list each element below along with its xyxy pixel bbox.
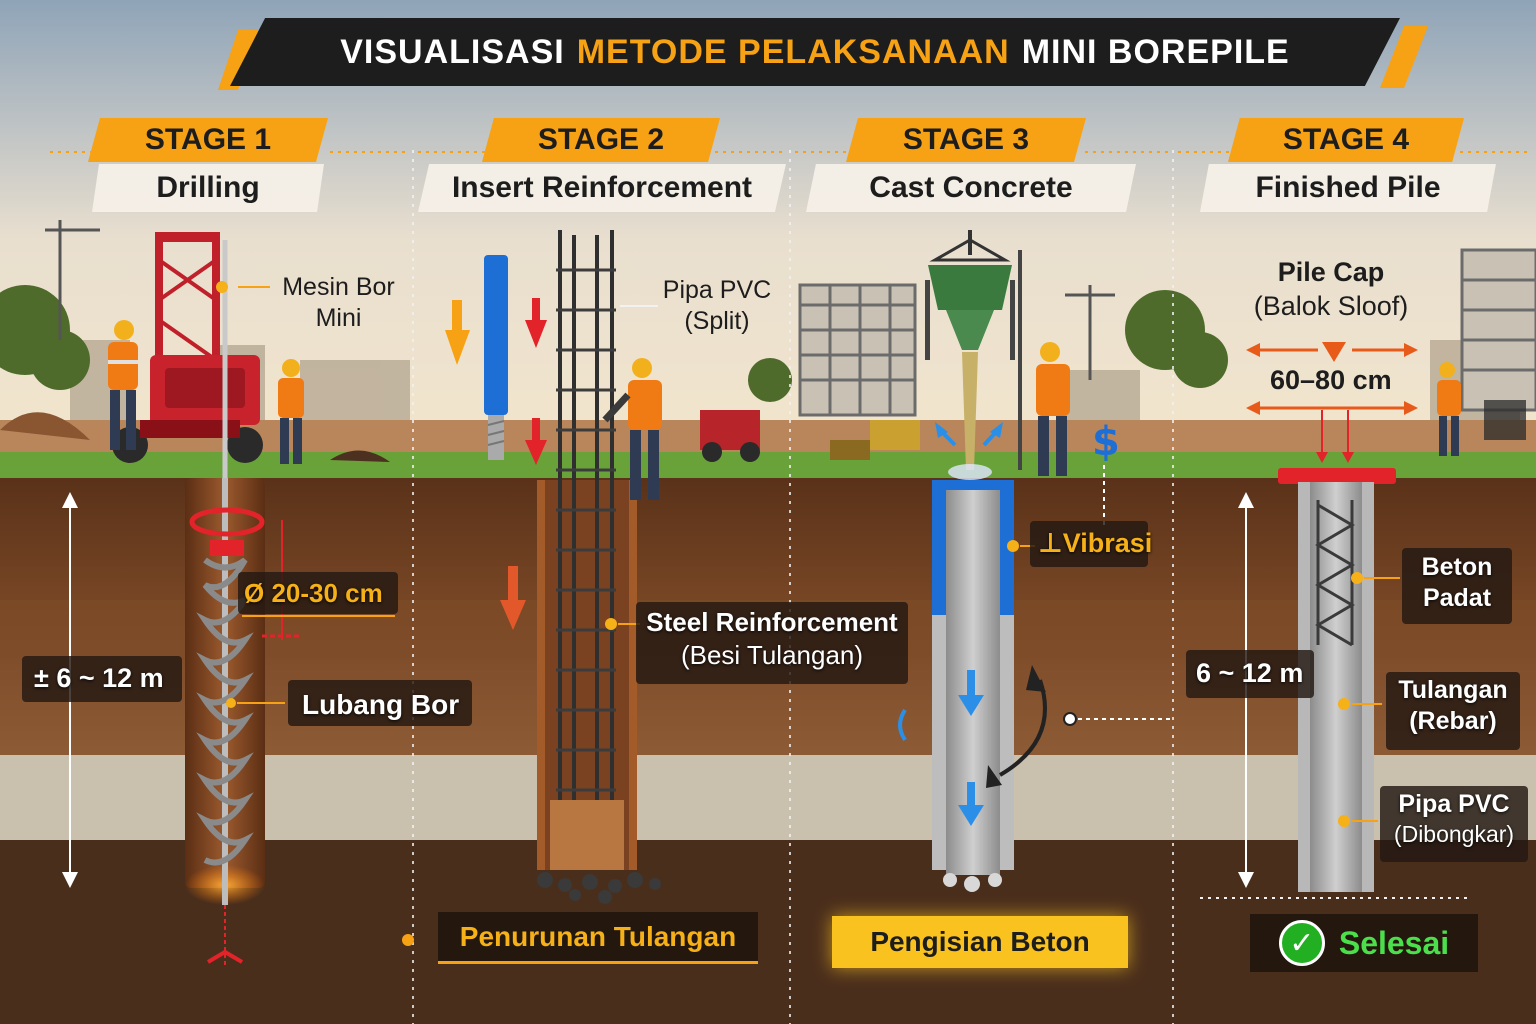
- pile-cap-line2: (Balok Sloof): [1253, 290, 1409, 321]
- steel-label-line2: (Besi Tulangan): [680, 639, 864, 670]
- hole-label: Lubang Bor: [302, 689, 460, 720]
- concrete-label: Beton Padat: [1404, 552, 1510, 615]
- steel-label: Steel Reinforcement (Besi Tulangan): [640, 606, 904, 671]
- stage-4-tag: STAGE 4: [1228, 118, 1464, 162]
- machine-label: Mesin Bor Mini: [276, 272, 401, 335]
- hole-box: [288, 680, 472, 726]
- vibration-label: ⊥Vibrasi: [1038, 527, 1152, 561]
- stage-2-name: Insert Reinforcement: [418, 164, 786, 212]
- diameter-box: [238, 572, 398, 614]
- pile-cap-width: 60–80 cm: [1270, 365, 1392, 395]
- pile-cap-label: Pile Cap (Balok Sloof): [1236, 256, 1426, 324]
- stage-4-bottom-label: ✓ Selesai: [1250, 914, 1478, 972]
- steel-box: [636, 602, 908, 684]
- machine-label-line2: Mini: [315, 304, 362, 333]
- vibration-icon: ⊥: [1038, 528, 1063, 558]
- stage-1-name: Drilling: [92, 164, 324, 212]
- pile-cap-line1: Pile Cap: [1277, 257, 1385, 287]
- stage-2-tag: STAGE 2: [482, 118, 720, 162]
- title-accent: METODE PELAKSANAAN: [576, 32, 1010, 71]
- concrete-label-line1: Beton: [1421, 553, 1493, 581]
- stage-4-name: Finished Pile: [1200, 164, 1496, 212]
- steel-label-line1: Steel Reinforcement: [646, 607, 898, 637]
- machine-label-line1: Mesin Bor: [282, 273, 395, 301]
- rebar-label-line1: Tulangan: [1398, 676, 1508, 704]
- concrete-box: [1402, 548, 1512, 624]
- pvc-split-line1: Pipa PVC: [662, 276, 772, 304]
- title-part2: MINI BOREPILE: [1021, 32, 1290, 71]
- stage-1-tag: STAGE 1: [88, 118, 328, 162]
- title-part1: VISUALISASI: [340, 32, 565, 71]
- pvc-removed-label: Pipa PVC (Dibongkar): [1380, 789, 1528, 849]
- page-title: VISUALISASI METODE PELAKSANAAN MINI BORE…: [230, 18, 1400, 86]
- stage-3-tag: STAGE 3: [846, 118, 1086, 162]
- concrete-label-line2: Padat: [1422, 584, 1492, 613]
- depth-label-1: ± 6 ~ 12 m: [34, 663, 164, 693]
- depth-box-4: [1186, 650, 1314, 698]
- stage-3-name: Cast Concrete: [806, 164, 1136, 212]
- depth-box-1: [22, 656, 182, 702]
- stage-3-bottom-label: Pengisian Beton: [832, 916, 1128, 968]
- vibration-text: Vibrasi: [1062, 528, 1153, 558]
- depth-label-4: 6 ~ 12 m: [1196, 658, 1304, 688]
- pvc-removed-line2: (Dibongkar): [1393, 821, 1515, 848]
- diameter-label: Ø 20-30 cm: [244, 578, 383, 608]
- vibration-box: [1030, 521, 1148, 567]
- pvc-split-label: Pipa PVC (Split): [662, 275, 772, 338]
- rebar-label-line2: (Rebar): [1409, 707, 1497, 736]
- stage-2-bottom-label: Penurunan Tulangan: [438, 912, 758, 964]
- dollar-icon: $: [1092, 419, 1120, 465]
- check-icon: ✓: [1278, 920, 1325, 966]
- pvc-removed-line1: Pipa PVC: [1398, 790, 1510, 818]
- rebar-box: [1386, 672, 1520, 750]
- stage-4-bottom-text: Selesai: [1338, 924, 1450, 961]
- pvc-removed-box: [1380, 786, 1528, 862]
- pvc-split-line2: (Split): [684, 307, 750, 336]
- rebar-label: Tulangan (Rebar): [1388, 675, 1518, 738]
